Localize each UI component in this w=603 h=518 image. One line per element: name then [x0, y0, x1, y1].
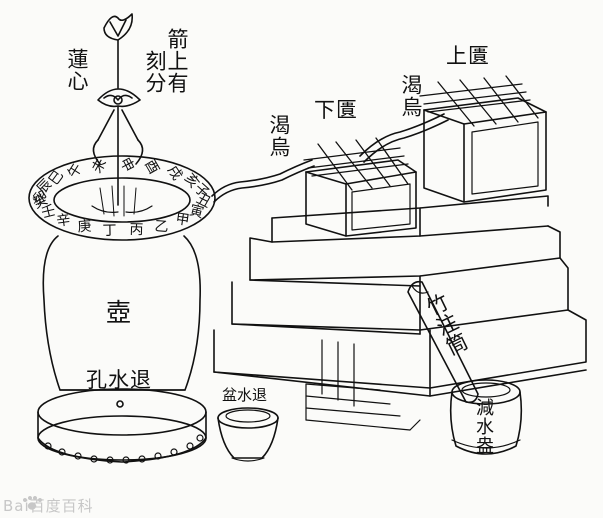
ring-char: 丁: [102, 222, 117, 239]
upper-vessel: [419, 75, 547, 203]
lower-vessel: [303, 137, 417, 237]
label-reducing-basin: 減水盎: [473, 398, 494, 455]
label-drain-hole: 孔水退: [86, 368, 152, 392]
ring-char: 乙: [153, 218, 169, 236]
arrow-rod: [92, 105, 144, 206]
upper-siphon: [359, 113, 449, 163]
lower-siphon: [211, 159, 315, 203]
label-lower-vessel: 下匱: [314, 98, 358, 122]
lotus-finial: [97, 13, 141, 108]
stepped-platform: [213, 195, 587, 431]
ring-char: 庚: [77, 218, 93, 236]
reducing-basin: [449, 379, 523, 455]
drain-basin: [217, 407, 279, 462]
label-pot: 壺: [106, 298, 133, 327]
label-lotus-center: 蓮心: [65, 48, 89, 92]
label-arrow-scale-1: 箭上有: [165, 28, 189, 94]
ring-char: 甲: [174, 211, 191, 230]
ring-char: 丙: [129, 222, 144, 239]
main-pot: [42, 235, 201, 408]
label-lower-dragon: 渴烏: [267, 114, 291, 158]
baidu-paw-icon: [22, 495, 43, 510]
dial-ring: [28, 155, 216, 241]
label-upper-vessel: 上匱: [446, 44, 490, 68]
label-upper-dragon: 渴烏: [399, 74, 423, 118]
pot-base: [37, 388, 207, 464]
watermark: Bai百度百科: [3, 497, 94, 515]
label-arrow-scale-2: 刻分: [143, 50, 167, 94]
label-drain-basin: 盆水退: [222, 386, 268, 404]
